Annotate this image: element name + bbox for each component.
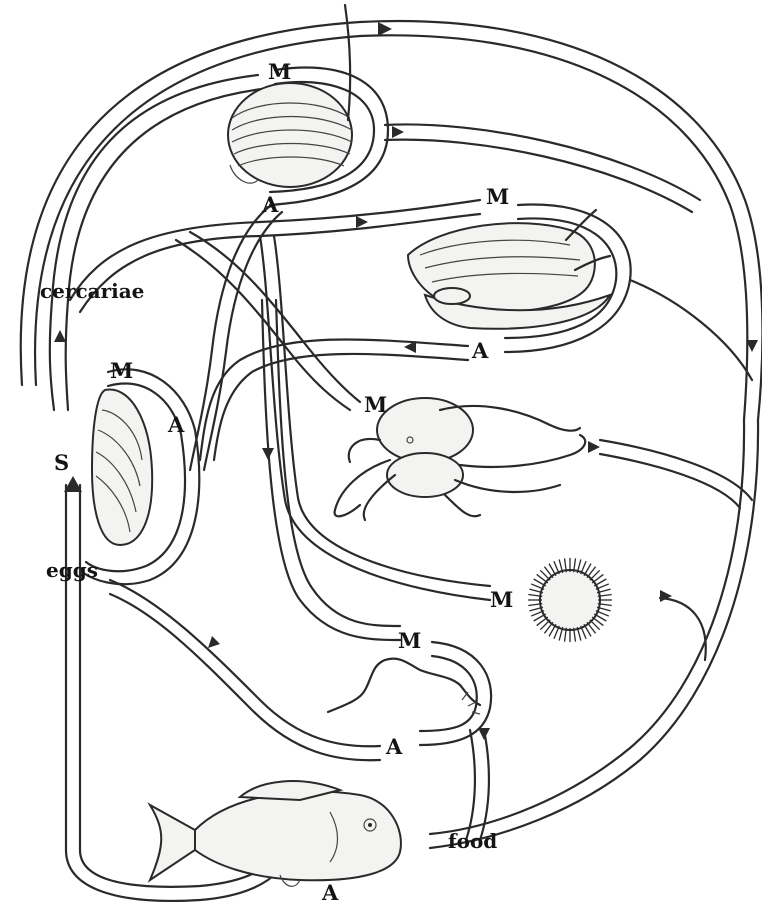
- pathway-eggs-to-worm-b: [110, 594, 380, 760]
- arrow-snail-in: [356, 216, 368, 228]
- pathway-snail-right: [630, 280, 752, 380]
- label-m-mussel: M: [110, 358, 133, 383]
- arrow-worm-food: [478, 728, 490, 740]
- arrow-mid-down: [262, 448, 274, 460]
- pathway-octopus-right: [600, 440, 752, 500]
- pathway-right-to-food-b: [430, 420, 744, 834]
- pathway-outer-top-inner: [35, 35, 747, 420]
- label-a-mussel: A: [167, 412, 185, 437]
- label-m-clam: M: [268, 59, 291, 84]
- label-m-worm: M: [398, 628, 421, 653]
- label-a-whelk: A: [471, 338, 489, 363]
- label-a-worm: A: [385, 734, 403, 759]
- label-s-definitive-host: S: [54, 450, 69, 475]
- label-m-whelk: M: [486, 184, 509, 209]
- clam-illustration: [228, 5, 352, 187]
- pathway-clam-right: [385, 124, 700, 200]
- arrow-s-up: [64, 476, 82, 492]
- sea-urchin-illustration: [528, 558, 612, 642]
- whelk-illustration: [408, 210, 610, 329]
- pathway-worm-loop-b: [420, 656, 477, 731]
- label-a-clam: A: [261, 192, 279, 217]
- arrow-left-up: [54, 330, 66, 342]
- polychaete-worm-illustration: [328, 659, 480, 714]
- label-cercariae: cercariae: [40, 279, 144, 303]
- pathway-to-octopus: [190, 232, 360, 402]
- label-food: food: [448, 829, 497, 853]
- pathway-clam-right-b: [385, 140, 692, 212]
- arrow-eggs-worm: [208, 636, 220, 648]
- fish-illustration: [150, 781, 401, 886]
- label-a-fish: A: [321, 880, 339, 905]
- label-m-octopus: M: [364, 392, 387, 417]
- arrow-top: [378, 22, 392, 36]
- arrow-octopus-in: [588, 441, 600, 453]
- pathway-octopus-right-b: [600, 454, 740, 508]
- label-eggs: eggs: [46, 558, 98, 582]
- mussel-illustration: [92, 390, 152, 545]
- pathway-urchin-right: [660, 598, 706, 660]
- pathway-eggs-to-worm: [110, 580, 380, 746]
- pathway-worm-to-food-b: [466, 730, 475, 840]
- pathway-to-worm: [262, 300, 400, 640]
- label-m-urchin: M: [490, 587, 513, 612]
- pathway-clam-a-down: [190, 206, 270, 470]
- arrow-clam-right: [392, 126, 404, 138]
